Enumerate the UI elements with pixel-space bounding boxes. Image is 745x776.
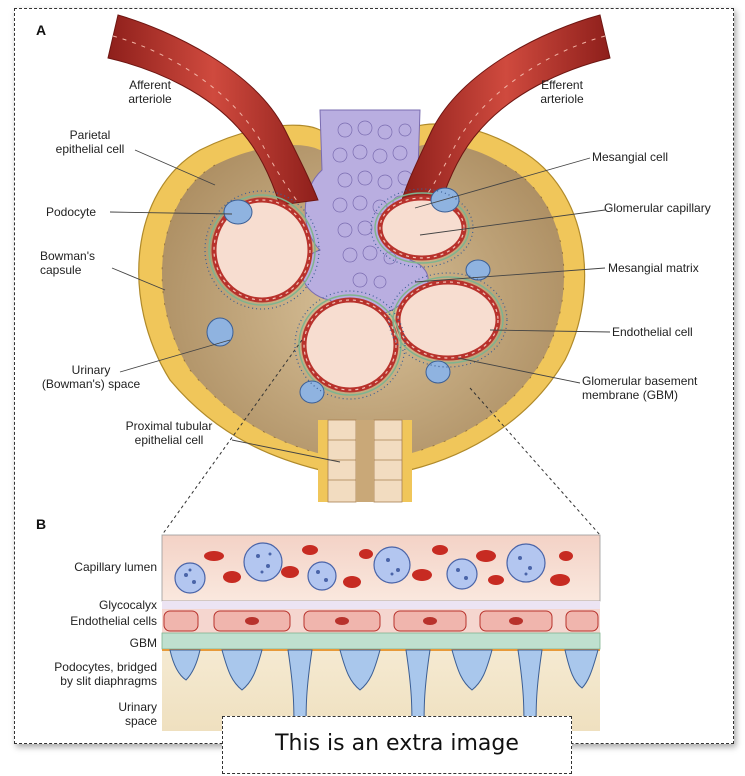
label-gbm: Glomerular basement membrane (GBM): [582, 374, 697, 402]
panel-b-glycocalyx: [162, 601, 600, 609]
label-efferent-arteriole: Efferent arteriole: [522, 78, 602, 106]
label-capillary-lumen: Capillary lumen: [24, 560, 157, 574]
label-endothelial-cell: Endothelial cell: [612, 325, 693, 339]
panel-b-gbm: [162, 633, 600, 649]
label-glomerular-capillary: Glomerular capillary: [604, 201, 711, 215]
label-proximal-tubular-cell: Proximal tubular epithelial cell: [94, 419, 244, 447]
label-urinary-space-b: Urinary space: [24, 700, 157, 728]
label-podocytes-slit: Podocytes, bridged by slit diaphragms: [14, 660, 157, 688]
label-bowmans-capsule: Bowman's capsule: [40, 249, 95, 277]
panel-b: [162, 535, 600, 731]
label-glycocalyx: Glycocalyx: [24, 598, 157, 612]
label-urinary-space: Urinary (Bowman's) space: [26, 363, 156, 391]
label-mesangial-matrix: Mesangial matrix: [608, 261, 699, 275]
label-podocyte: Podocyte: [46, 205, 96, 219]
label-parietal-epithelial-cell: Parietal epithelial cell: [30, 128, 150, 156]
label-afferent-arteriole: Afferent arteriole: [110, 78, 190, 106]
label-endothelial-cells: Endothelial cells: [24, 614, 157, 628]
label-panel-b-gbm: GBM: [24, 636, 157, 650]
label-mesangial-cell: Mesangial cell: [592, 150, 668, 164]
note-text: This is an extra image: [223, 731, 571, 756]
panel-a-letter: A: [36, 22, 46, 38]
note-box: This is an extra image: [222, 716, 572, 774]
panel-b-letter: B: [36, 516, 46, 532]
